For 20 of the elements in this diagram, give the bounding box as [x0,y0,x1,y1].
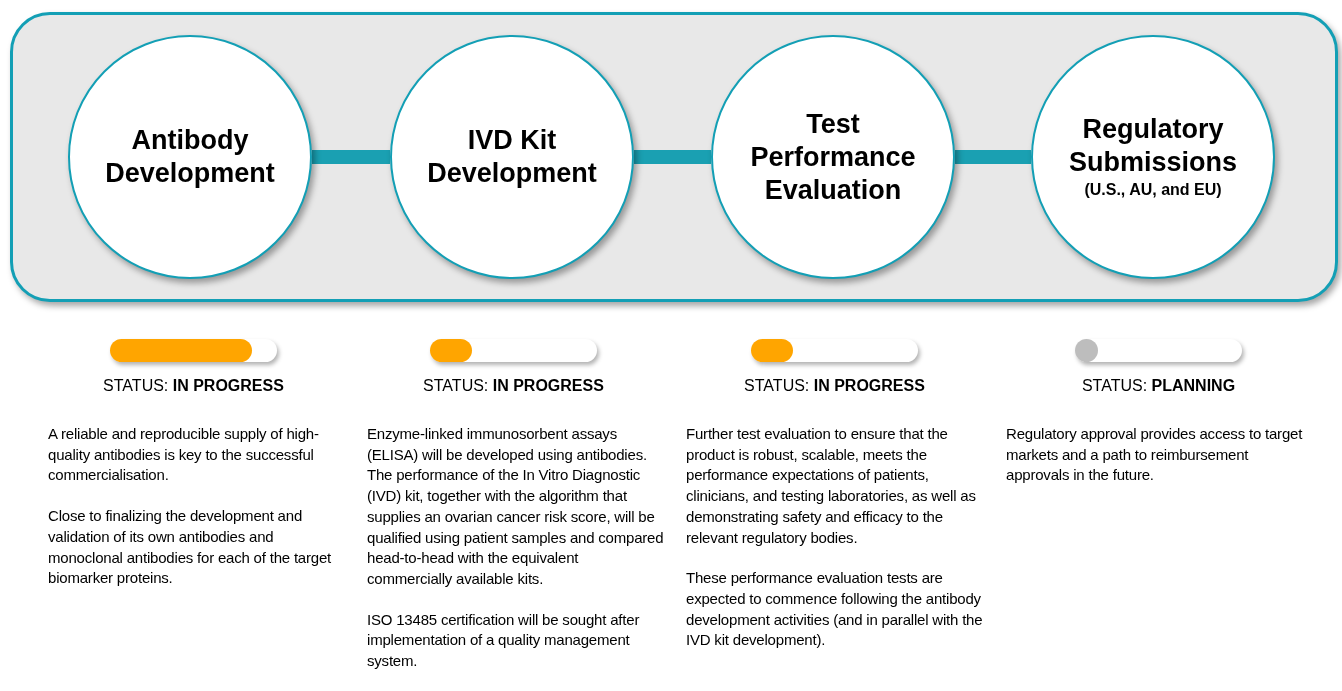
description-paragraph: These performance evaluation tests are expected to commence following the antibody development activities (and in parallel with the IVD kit development). [686,568,984,651]
stage-subtitle: (U.S., AU, and EU) [1084,180,1222,200]
connector-bar [955,150,1031,164]
connector-bar [634,150,711,164]
description-paragraph: A reliable and reproducible supply of high-quality antibodies is key to the successful commercialisation. [48,424,320,486]
status-text: STATUS: PLANNING [1080,376,1237,396]
description-paragraph: Regulatory approval provides access to target markets and a path to reimbursement approvals in the future. [1006,424,1304,486]
stage-title: IVD Kit Development [426,124,598,190]
timeline-panel [10,12,1338,302]
stage-title: Test Performance Evaluation [749,107,917,207]
description-paragraph: Further test evaluation to ensure that the product is robust, scalable, meets the performance expectations of patients, clinicians, and testing laboratories, as well as demonstrating safety and efficacy to the relevant regulatory bodies. [686,424,977,548]
stage-title: Regulatory Submissions [1067,113,1238,179]
status-text: STATUS: IN PROGRESS [102,376,285,396]
connector-bar [312,150,390,164]
description-paragraph: Close to finalizing the development and validation of its own antibodies and monoclonal antibodies for each of the target biomarker proteins. [48,506,333,589]
stage-title: Antibody Development [104,124,276,190]
status-text: STATUS: IN PROGRESS [422,376,605,396]
status-text: STATUS: IN PROGRESS [743,376,926,396]
description-paragraph: ISO 13485 certification will be sought after implementation of a quality management system. [367,609,641,672]
description-paragraph: Enzyme-linked immunosorbent assays (ELISA) will be developed using antibodies. The performance of the In Vitro Diagnostic (IVD) kit, together with the algorithm that supplies an ovarian cancer risk score, will be qualified using patient samples and compared head-to-head with the equivalent commercially available kits. [367,424,665,589]
